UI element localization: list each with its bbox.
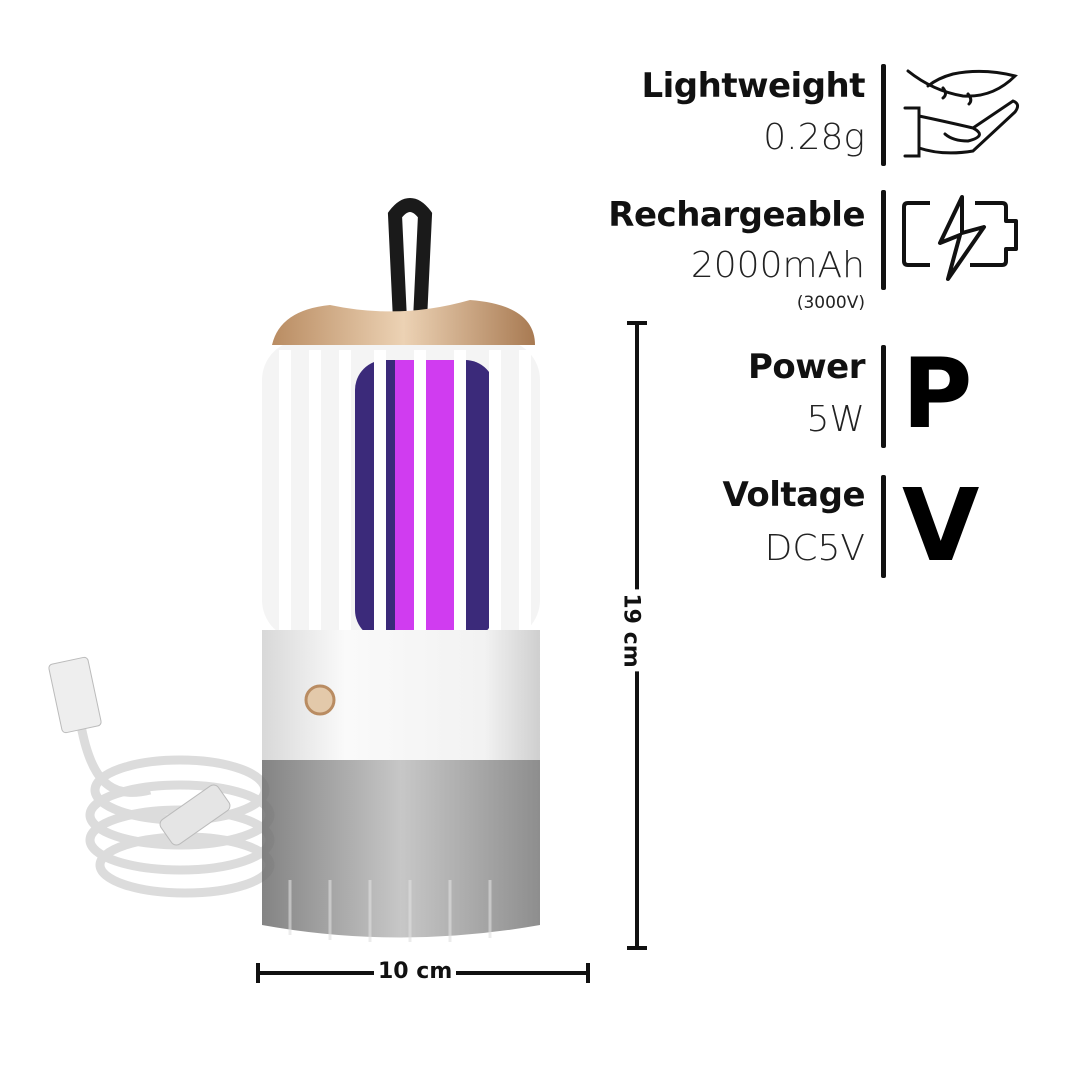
hanging-strap bbox=[387, 198, 433, 321]
spec-title-power: Power bbox=[747, 347, 866, 387]
usb-cable bbox=[75, 719, 275, 898]
clear-base bbox=[262, 760, 540, 938]
letter-p-icon: P bbox=[902, 338, 973, 450]
width-dimension-cap-right bbox=[586, 963, 590, 983]
spec-value-power: 5W bbox=[806, 399, 866, 440]
spec-title-rechargeable: Rechargeable bbox=[608, 195, 865, 235]
divider bbox=[881, 345, 886, 448]
spec-value-voltage: DC5V bbox=[764, 528, 865, 569]
spec-title-lightweight: Lightweight bbox=[641, 66, 865, 106]
divider bbox=[881, 475, 886, 578]
width-label: 10 cm bbox=[374, 959, 457, 984]
divider bbox=[881, 190, 886, 290]
mosquito-lamp-product-image bbox=[48, 198, 540, 942]
spec-value-capacity: 2000mAh bbox=[690, 245, 865, 286]
usb-plug bbox=[48, 656, 102, 734]
power-button bbox=[304, 684, 336, 716]
width-dimension-cap-left bbox=[256, 963, 260, 983]
height-dimension-cap-bottom bbox=[627, 946, 647, 950]
letter-v-icon: V bbox=[902, 467, 980, 584]
spec-value-weight: 0.28g bbox=[763, 117, 865, 158]
lamp-cap bbox=[272, 300, 535, 345]
height-label: 19 cm bbox=[618, 589, 644, 672]
spec-note-voltage: (3000V) bbox=[796, 293, 865, 313]
spec-title-voltage: Voltage bbox=[722, 475, 865, 515]
feather-hand-icon bbox=[903, 69, 1020, 158]
battery-charging-icon bbox=[902, 195, 1018, 281]
height-dimension-cap-top bbox=[627, 321, 647, 325]
divider bbox=[881, 64, 886, 166]
